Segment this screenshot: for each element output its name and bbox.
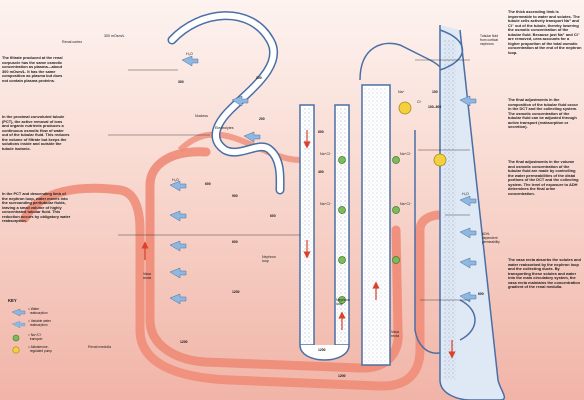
num-100: 100 bbox=[432, 90, 438, 94]
nacl-pump-5 bbox=[392, 156, 400, 164]
key-water-icon bbox=[11, 308, 26, 317]
num-300-a: 300 bbox=[178, 80, 184, 84]
water-arrow-10 bbox=[459, 227, 477, 239]
num-600-a: 600 bbox=[318, 130, 324, 134]
distal-tubule bbox=[439, 29, 464, 71]
aldosterone-pump-2 bbox=[433, 153, 447, 167]
num-1200-a: 1200 bbox=[232, 290, 240, 294]
key-icons bbox=[11, 308, 26, 354]
key-aldosterone-icon bbox=[12, 346, 20, 354]
vasa-recta-left-label: Vasa recta bbox=[143, 272, 151, 280]
vasa-recta-top bbox=[177, 131, 301, 163]
num-900: 900 bbox=[232, 194, 238, 198]
nacl-label-2: Na⁺Cl⁻ bbox=[320, 202, 332, 206]
num-600-b: 600 bbox=[205, 182, 211, 186]
water-arrow-8 bbox=[169, 293, 187, 305]
nacl-pump-6 bbox=[392, 206, 400, 214]
water-arrow-9 bbox=[459, 195, 477, 207]
water-arrows bbox=[169, 55, 477, 305]
proximal-tubule bbox=[167, 11, 285, 195]
water-arrow-5 bbox=[169, 210, 187, 222]
key-nacl-icon bbox=[12, 334, 20, 342]
note-filtrate: The filtrate produced at the renal corpu… bbox=[2, 55, 63, 83]
renal-cortex-label: Renal cortex bbox=[62, 40, 83, 44]
note-descending: In the PCT and descending limb of the ne… bbox=[2, 191, 71, 223]
nacl-pump-7 bbox=[392, 256, 400, 264]
num-100-300: 100–300 bbox=[428, 105, 442, 109]
nacl-label-1: Na⁺Cl⁻ bbox=[320, 152, 332, 156]
nacl-label-3: Na⁺Cl⁻ bbox=[400, 152, 412, 156]
num-200: 200 bbox=[259, 117, 265, 121]
nucleus-label: Nucleus bbox=[195, 114, 208, 118]
nacl-pump-1 bbox=[338, 156, 346, 164]
vasa-recta-loop-outer bbox=[20, 183, 445, 391]
collecting-duct bbox=[439, 25, 506, 400]
water-arrow-4 bbox=[169, 180, 187, 192]
vasa-recta-loop-left bbox=[145, 147, 403, 373]
nacl-pump-2 bbox=[338, 206, 346, 214]
nephron-loop-left-label: Nephron loop bbox=[262, 255, 276, 263]
key-variable-water-icon bbox=[11, 320, 26, 329]
tubular-fluid-label: Tubular fluid from cortical nephrons bbox=[480, 34, 499, 46]
water-arrow-1 bbox=[181, 55, 199, 67]
nephron-loop-right-label: Nephron loop bbox=[336, 298, 350, 306]
water-arrow-3 bbox=[243, 131, 261, 143]
water-arrow-7 bbox=[169, 267, 187, 279]
num-400: 400 bbox=[318, 170, 324, 174]
renal-medulla-label: Renal medulla bbox=[88, 345, 111, 349]
h2o-label-1: H₂O bbox=[186, 52, 193, 56]
nacl-pump-4 bbox=[338, 296, 346, 304]
note-adh: The final adjustments in the volume and … bbox=[508, 159, 579, 196]
nacl-pump-3 bbox=[338, 256, 346, 264]
note-pct: In the proximal convoluted tubule (PCT),… bbox=[2, 114, 70, 151]
num-600-c: 600 bbox=[232, 240, 238, 244]
key-item-aldosterone: = Aldosterone- regulated pump bbox=[28, 345, 52, 353]
h2o-label-3: H₂O bbox=[462, 192, 469, 196]
vasa-recta-right-label: Vasa recta bbox=[391, 330, 399, 338]
note-thick-ascending: The thick ascending limb is impermeable … bbox=[508, 9, 582, 55]
num-1200-c: 1200 bbox=[318, 348, 326, 352]
num-1200-b: 1200 bbox=[180, 340, 188, 344]
water-arrow-6 bbox=[169, 240, 187, 252]
num-600-d: 600 bbox=[270, 214, 276, 218]
key-item-nacl: = Na⁺/Cl⁻ transport bbox=[28, 333, 43, 341]
water-arrow-13 bbox=[459, 95, 477, 107]
electrolytes-label: Electrolytes bbox=[215, 126, 234, 130]
note-vasa-recta: The vasa recta absorbs the solutes and w… bbox=[508, 257, 581, 289]
cl-label: Cl⁻ bbox=[417, 100, 423, 104]
key-title: KEY bbox=[8, 298, 17, 303]
na-label: Na⁺ bbox=[398, 90, 405, 94]
key-item-variable-water: = Variable water reabsorption bbox=[28, 319, 51, 327]
nacl-label-4: Na⁺Cl⁻ bbox=[400, 202, 412, 206]
aldosterone-pump-1 bbox=[398, 101, 412, 115]
cortex-osm-label: 300 mOsm/L bbox=[104, 34, 125, 38]
adh-permeability-label: ADH- dependent permeability bbox=[482, 232, 500, 244]
h2o-label-2: H₂O bbox=[172, 178, 179, 182]
water-arrow-11 bbox=[459, 257, 477, 269]
num-600-e: 600 bbox=[478, 292, 484, 296]
num-300-b: 300 bbox=[256, 76, 262, 80]
num-1200-d: 1200 bbox=[338, 374, 346, 378]
aldosterone-pumps bbox=[398, 101, 447, 167]
key-item-water: = Water reabsorption bbox=[28, 307, 48, 315]
nacl-pumps bbox=[338, 156, 400, 304]
note-dct: The final adjustments in the composition… bbox=[508, 97, 579, 129]
water-arrow-12 bbox=[459, 291, 477, 303]
water-arrow-2 bbox=[231, 95, 249, 107]
loop-bottom bbox=[299, 344, 350, 361]
